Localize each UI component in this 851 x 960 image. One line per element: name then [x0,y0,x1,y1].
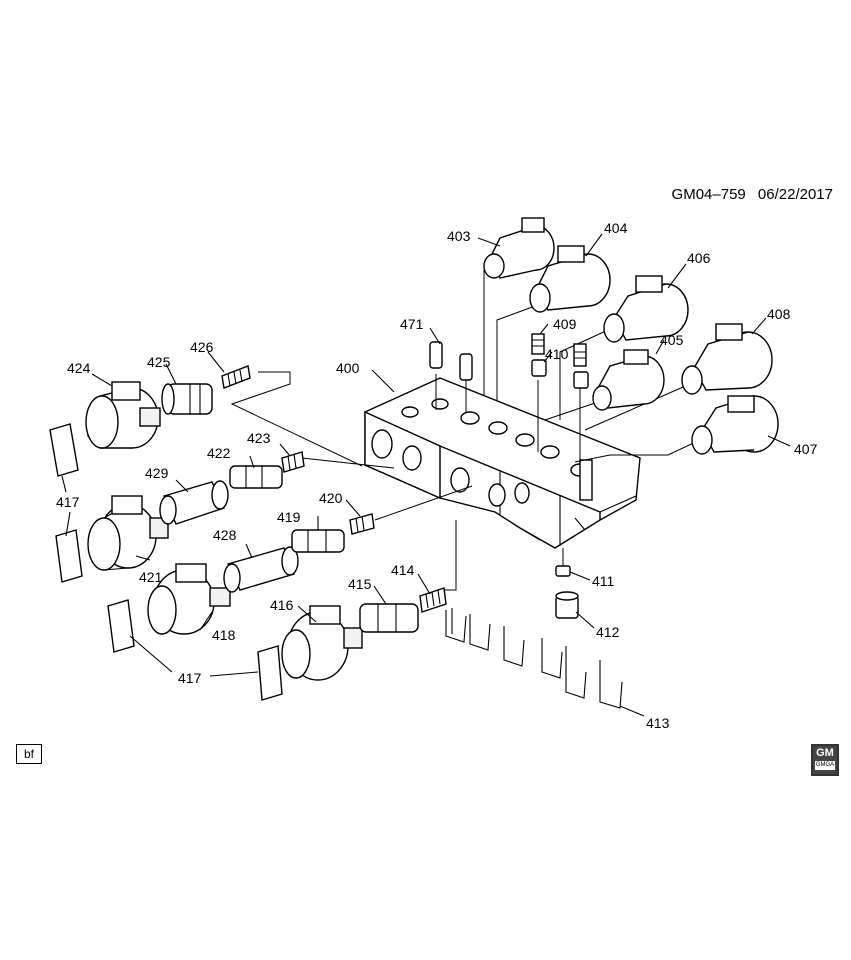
callout-410: 410 [545,346,569,362]
leader-lines [230,270,701,591]
callout-426: 426 [190,339,214,355]
callout-428: 428 [213,527,237,543]
solenoid-407 [691,395,779,455]
view-code-box: bf [16,744,42,764]
callout-415: 415 [348,576,372,592]
spring-426 [221,365,251,389]
callout-406: 406 [687,250,711,266]
gm-logo-subtext: GMGA [815,761,835,770]
callout-411: 411 [592,573,615,589]
ball-411 [555,565,571,577]
callout-424: 424 [67,360,91,376]
sleeve-429 [159,480,229,525]
sleeve-428 [223,546,299,593]
diagram-code: GM04–759 [671,186,746,203]
retainer-clip-417 [49,423,283,701]
callout-labels: 400 403 404 405 406 407 408 409 410 411 … [56,220,818,731]
solenoid-418 [147,563,231,635]
callout-413: 413 [646,715,670,731]
spring-423 [281,451,305,473]
valve-415 [359,603,419,633]
diagram-header: GM04–759 06/22/2017 [672,186,833,203]
valve-419 [291,529,345,553]
callout-407: 407 [794,441,818,457]
spring-420 [349,513,375,535]
callout-414: 414 [391,562,415,578]
solenoid-406 [603,275,689,343]
solenoid-416 [281,605,363,681]
spring-409 [531,333,587,367]
callout-403: 403 [447,228,471,244]
solenoid-421 [87,495,169,571]
plug-412 [555,591,579,619]
gm-logo-text: GM [816,747,834,759]
retainer-clips-413 [445,608,623,709]
callout-421: 421 [139,569,163,585]
callout-471: 471 [400,316,424,332]
diagram-date: 06/22/2017 [757,186,833,203]
callout-408: 408 [767,306,791,322]
spring-414 [419,587,447,613]
valve-425 [161,383,213,415]
callout-400: 400 [336,360,360,376]
callout-419: 419 [277,509,301,525]
plug-410 [531,359,589,389]
solenoid-404 [529,245,611,313]
solenoid-424 [85,381,161,449]
valve-body-400 [364,377,641,549]
callout-416: 416 [270,597,294,613]
solenoid-405 [592,349,665,411]
gm-logo: GM GMGA [811,744,839,776]
callout-429: 429 [145,465,169,481]
callout-423: 423 [247,430,271,446]
callout-404: 404 [604,220,628,236]
callout-417-lower: 417 [178,670,202,686]
callout-422: 422 [207,445,231,461]
valve-422 [229,465,283,489]
callout-418: 418 [212,627,236,643]
callout-405: 405 [660,332,684,348]
solenoid-403 [483,217,555,279]
callout-425: 425 [147,354,171,370]
pin-471 [429,341,473,381]
callout-412: 412 [596,624,620,640]
callout-409: 409 [553,316,577,332]
callout-420: 420 [319,490,343,506]
callout-417-upper: 417 [56,494,80,510]
solenoid-408 [681,323,773,395]
callout-leaders [61,233,791,717]
